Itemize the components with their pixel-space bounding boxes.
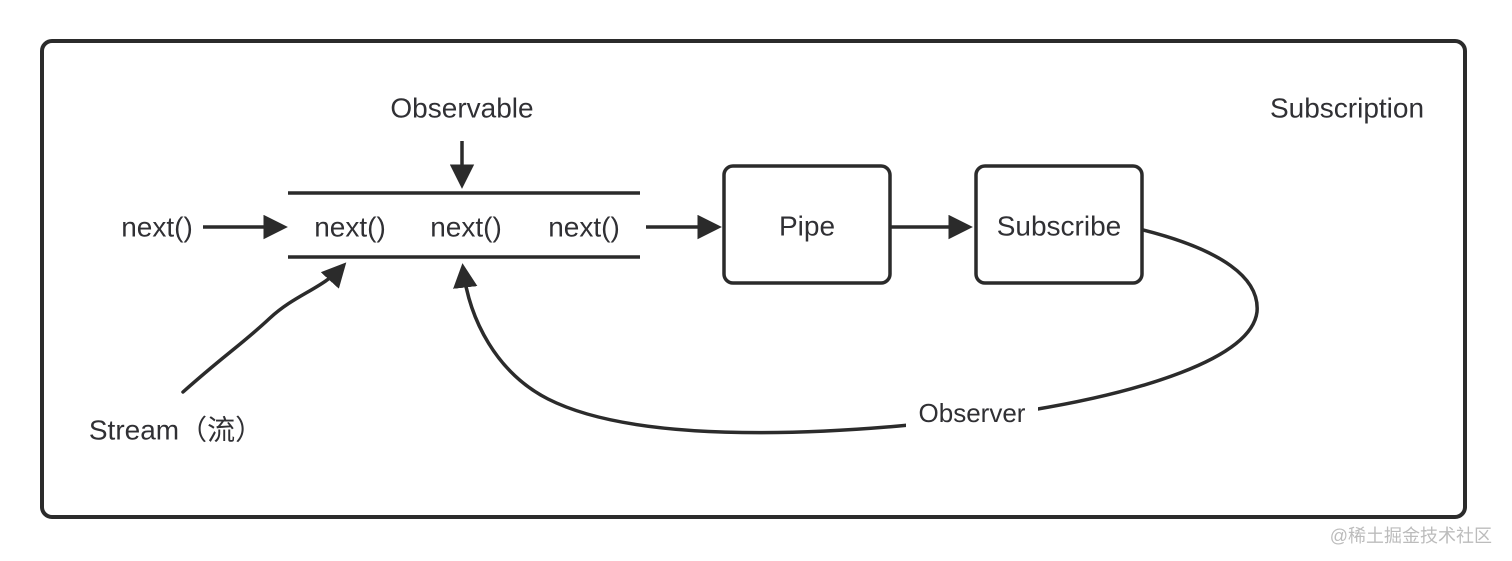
stream-label: Stream（流） xyxy=(89,415,263,446)
observer-label-bg xyxy=(906,398,1038,428)
source-next-label: next() xyxy=(121,212,193,243)
pipe-label: Pipe xyxy=(779,211,835,242)
pipe-box xyxy=(722,164,892,285)
stream-curve-arrow xyxy=(181,262,347,394)
stream-next-label: next() xyxy=(314,212,386,243)
stream-next-label: next() xyxy=(430,212,502,243)
subscribe-box xyxy=(974,164,1144,285)
stream-next-label: next() xyxy=(548,212,620,243)
observable-label: Observable xyxy=(390,93,533,124)
subscribe-label: Subscribe xyxy=(997,211,1122,242)
watermark: @稀土掘金技术社区 xyxy=(1330,526,1492,546)
subscription-label: Subscription xyxy=(1270,93,1424,124)
observer-label: Observer xyxy=(919,398,1026,428)
